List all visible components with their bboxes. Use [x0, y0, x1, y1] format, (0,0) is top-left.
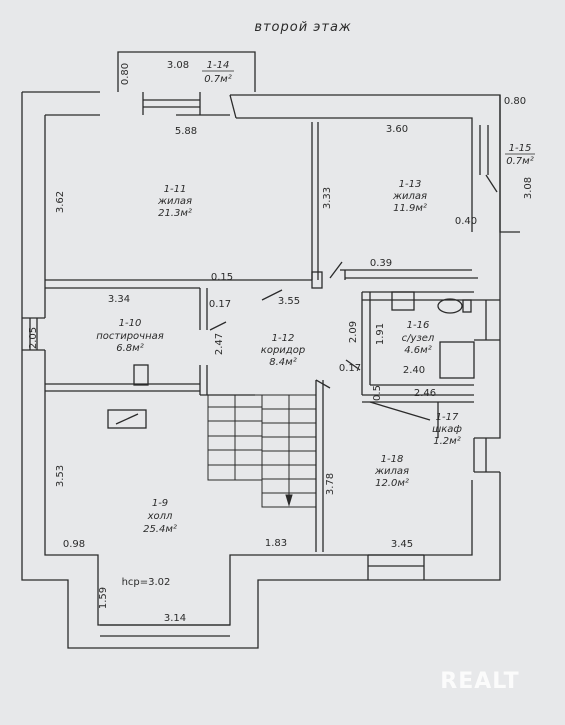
room-1-11: 1-11 жилая 21.3м² — [157, 184, 192, 219]
room-1-18: 1-18 жилая 12.0м² — [374, 454, 409, 489]
room-area: 0.7м² — [506, 156, 533, 167]
room-area: 4.6м² — [404, 345, 431, 356]
dimension-label: 1.83 — [265, 538, 287, 549]
room-id: 1-12 — [272, 333, 295, 344]
dimension-label: 0.98 — [63, 539, 85, 550]
dimension-label: 2.47 — [214, 333, 225, 355]
dimension-label: 0.17 — [339, 363, 361, 374]
floor-title: второй этаж — [254, 20, 351, 35]
dimension-label: 1.59 — [98, 587, 109, 609]
room-id: 1-18 — [381, 454, 404, 465]
dimension-label: 3.33 — [322, 187, 333, 209]
room-area: 21.3м² — [158, 208, 192, 219]
room-id: 1-11 — [164, 184, 187, 195]
room-type: холл — [147, 511, 173, 522]
room-1-10: 1-10 постирочная 6.8м² — [96, 318, 164, 354]
dimension-label: 3.55 — [278, 296, 300, 307]
dimension-label: 0.80 — [120, 63, 131, 85]
room-area: 8.4м² — [269, 357, 296, 368]
dimension-label: 3.08 — [523, 177, 534, 199]
stairs — [207, 394, 317, 508]
dimension-label: 2.40 — [403, 365, 425, 376]
dimension-label: 2.05 — [28, 327, 39, 349]
room-type: шкаф — [432, 424, 462, 435]
room-type: жилая — [392, 191, 427, 202]
room-area: 11.9м² — [393, 203, 427, 214]
room-id: 1-9 — [152, 498, 168, 509]
room-id: 1-16 — [407, 320, 430, 331]
room-1-14: 1-14 0.7м² — [202, 60, 234, 85]
dimension-label: 2.46 — [414, 388, 436, 399]
room-1-15: 1-15 0.7м² — [505, 143, 535, 167]
dimension-label: 3.60 — [386, 124, 408, 135]
room-area: 0.7м² — [204, 74, 231, 85]
dimension-label: 0.15 — [211, 272, 233, 283]
dimension-label: 3.53 — [55, 465, 66, 487]
room-labels: 1-14 0.7м² 1-15 0.7м² 1-11 жилая 21.3м² … — [96, 60, 535, 535]
room-1-9: 1-9 холл 25.4м² — [143, 498, 177, 535]
watermark-logo: REALT — [440, 669, 519, 694]
room-area: 12.0м² — [375, 478, 409, 489]
room-type: коридор — [261, 345, 305, 356]
room-1-16: 1-16 с/узел 4.6м² — [402, 320, 435, 356]
walls — [21, 51, 520, 649]
dimension-label: 0.17 — [209, 299, 231, 310]
room-id: 1-10 — [119, 318, 142, 329]
room-type: с/узел — [402, 333, 435, 344]
dimension-label: 2.09 — [348, 321, 359, 343]
dimension-label: 5.88 — [175, 126, 197, 137]
room-1-13: 1-13 жилая 11.9м² — [392, 179, 427, 214]
dimension-label: 3.08 — [167, 60, 189, 71]
room-1-12: 1-12 коридор 8.4м² — [261, 333, 305, 368]
dimension-label: 0.5 — [372, 385, 383, 401]
room-type: жилая — [374, 466, 409, 477]
dimension-label: 0.80 — [504, 96, 526, 107]
room-id: 1-13 — [399, 179, 422, 190]
room-id: 1-14 — [207, 60, 230, 71]
dimension-label: 3.34 — [108, 294, 130, 305]
room-area: 25.4м² — [143, 524, 177, 535]
dimension-label: 3.14 — [164, 613, 186, 624]
room-id: 1-17 — [436, 412, 459, 423]
ceiling-height-label: hср=3.02 — [122, 577, 171, 588]
room-area: 1.2м² — [433, 436, 460, 447]
dimension-label: 1.91 — [375, 323, 386, 345]
room-type: постирочная — [96, 331, 164, 342]
room-type: жилая — [157, 196, 192, 207]
dimension-label: 0.40 — [455, 216, 477, 227]
room-area: 6.8м² — [116, 343, 143, 354]
room-id: 1-15 — [509, 143, 532, 154]
dimension-label: 3.45 — [391, 539, 413, 550]
dimension-label: 0.39 — [370, 258, 392, 269]
dimension-label: 3.78 — [325, 473, 336, 495]
dimension-label: 3.62 — [55, 191, 66, 213]
dimensions: 0.80 3.08 0.80 5.88 3.60 3.08 3.62 3.33 … — [28, 60, 534, 624]
room-1-17: 1-17 шкаф 1.2м² — [432, 412, 462, 447]
